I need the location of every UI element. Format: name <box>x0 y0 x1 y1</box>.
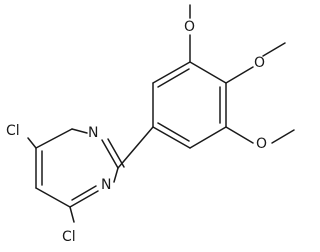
bond <box>107 138 125 168</box>
bond <box>71 185 97 201</box>
bond <box>69 206 75 223</box>
bond <box>189 61 227 84</box>
bond <box>117 126 154 169</box>
atom-cl-top: Cl <box>6 123 20 139</box>
bond <box>157 68 190 88</box>
atom-o-middle: O <box>254 55 265 71</box>
atom-o-bottom: O <box>256 136 267 152</box>
bond <box>225 126 254 144</box>
bond <box>262 42 286 57</box>
bonds <box>27 4 295 223</box>
bond <box>271 129 295 144</box>
chemical-structure-diagram: Cl Cl N N O O O <box>6 4 295 245</box>
bond <box>35 128 73 149</box>
atom-n-bottom: N <box>101 177 111 193</box>
atom-o-top: O <box>184 19 195 35</box>
bond <box>69 190 99 208</box>
bond <box>71 128 88 134</box>
atom-n-top: N <box>88 125 98 141</box>
atom-labels: Cl Cl N N O O O <box>6 19 267 245</box>
bond <box>152 126 191 149</box>
atom-cl-bottom: Cl <box>62 229 76 245</box>
bond <box>225 66 254 84</box>
bond <box>35 187 71 208</box>
bond <box>113 167 119 183</box>
bond <box>27 137 37 149</box>
bond <box>101 139 119 169</box>
bond <box>189 126 227 149</box>
bond <box>152 61 191 84</box>
bond <box>157 122 190 142</box>
